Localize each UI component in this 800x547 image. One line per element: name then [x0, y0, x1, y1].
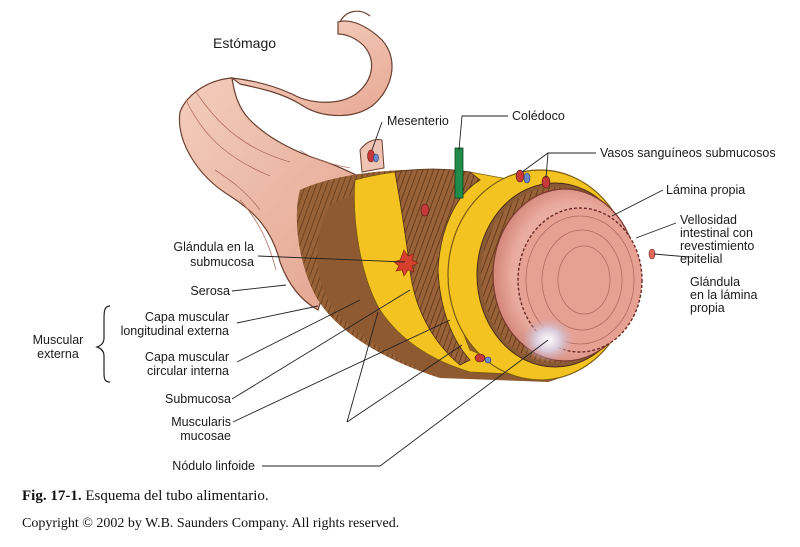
bile-duct — [454, 147, 464, 199]
figure-caption: Fig. 17-1. Esquema del tubo alimentario. — [22, 488, 269, 505]
label-submucosal-gland: Glándula en la submucosa — [173, 240, 254, 269]
copyright-notice: Copyright © 2002 by W.B. Saunders Compan… — [22, 516, 400, 531]
label-muscular-externa: Muscular externa — [32, 333, 84, 361]
tube-body — [296, 168, 656, 382]
label-lymphoid-nodule: Nódulo linfoide — [172, 459, 255, 473]
label-serosa: Serosa — [190, 284, 230, 298]
label-bile-duct: Colédoco — [512, 109, 565, 123]
label-lamina-propria: Lámina propia — [666, 183, 746, 197]
label-stomach: Estómago — [213, 35, 277, 51]
label-mesentery: Mesenterio — [387, 114, 449, 128]
label-submucosa: Submucosa — [164, 392, 231, 406]
figure-title: Esquema del tubo alimentario. — [85, 488, 269, 504]
label-submucosal-vessels: Vasos sanguíneos submucosos — [600, 146, 776, 160]
label-lamina-propria-gland: Glándula en la lámina propia — [690, 275, 758, 315]
leader-lines — [95, 115, 690, 467]
label-villus: Vellosidad intestinal con revestimiento … — [680, 213, 755, 266]
label-muscularis-mucosae: Muscularis mucosae — [171, 415, 231, 443]
label-longitudinal-muscle: Capa muscular longitudinal externa — [120, 310, 229, 338]
figure-number: Fig. 17-1. — [22, 488, 82, 504]
label-circular-muscle: Capa muscular circular interna — [144, 350, 229, 378]
stomach-illustration — [229, 10, 393, 117]
